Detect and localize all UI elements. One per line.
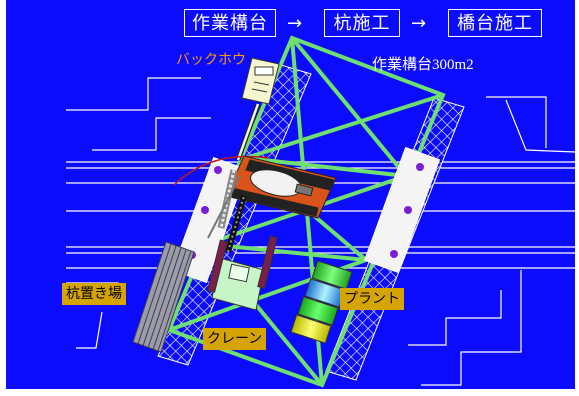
pile-driver bbox=[217, 155, 337, 229]
crane-tag: クレーン bbox=[203, 328, 267, 350]
flow-step-work-platform: 作業構台 bbox=[184, 9, 276, 37]
backhoe bbox=[235, 57, 280, 161]
flow-step-pile-work: 杭施工 bbox=[324, 9, 400, 37]
flow-arrow-2: → bbox=[411, 13, 427, 34]
backhoe-label: バックホウ bbox=[176, 52, 246, 68]
work-platform-area-label: 作業構台300m2 bbox=[372, 57, 474, 73]
plant-tag: プラント bbox=[340, 288, 404, 310]
site-plan-board: 作業構台 → 杭施工 → 橋台施工 バックホウ 作業構台300m2 杭置き場 プ… bbox=[6, 0, 575, 389]
plant-units bbox=[290, 260, 353, 344]
flow-arrow-1: → bbox=[287, 13, 303, 34]
pile-yard-tag: 杭置き場 bbox=[62, 283, 126, 305]
site-plan-drawing bbox=[66, 35, 575, 388]
pile-yard bbox=[132, 241, 195, 353]
flow-step-abutment-work: 橋台施工 bbox=[448, 9, 542, 37]
crane bbox=[207, 175, 278, 311]
